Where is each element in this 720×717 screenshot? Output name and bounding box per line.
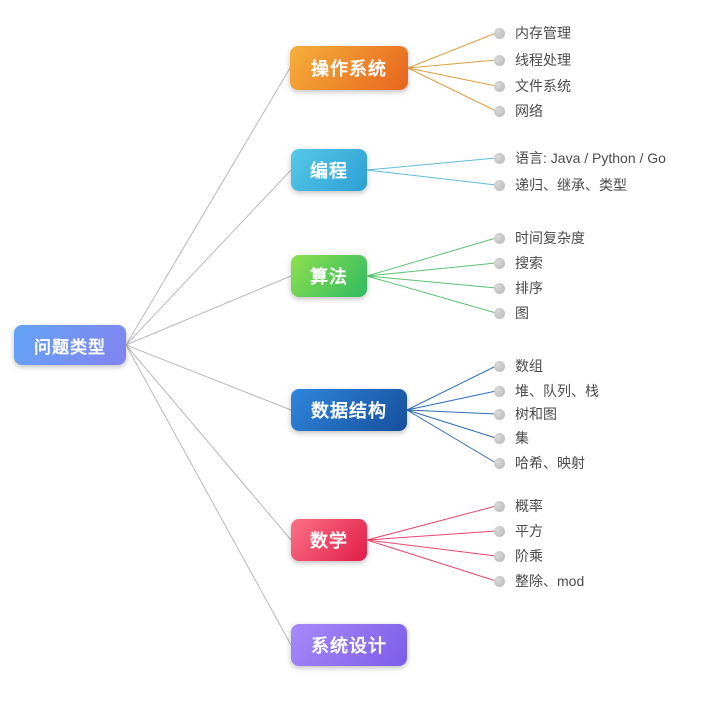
- connector-line: [406, 409, 497, 439]
- connector-line: [366, 275, 497, 314]
- connector-line: [366, 237, 497, 277]
- leaf-item: 时间复杂度: [494, 228, 585, 248]
- bullet-icon: [494, 385, 505, 397]
- connector-line: [366, 275, 497, 289]
- connector-line: [125, 67, 291, 346]
- bullet-icon: [494, 408, 505, 420]
- branch-node-data-structures: 数据结构: [291, 389, 407, 431]
- connector-line: [366, 539, 497, 582]
- connector-line: [366, 530, 497, 541]
- leaf-label: 平方: [515, 523, 543, 539]
- leaf-label: 线程处理: [515, 52, 571, 68]
- connector-line: [366, 505, 497, 541]
- leaf-label: 整除、mod: [515, 573, 585, 589]
- branch-node-os: 操作系统: [290, 46, 408, 90]
- connector-line: [407, 67, 497, 112]
- leaf-label: 阶乘: [515, 548, 543, 564]
- leaf-label: 集: [515, 430, 529, 446]
- leaf-item: 集: [494, 428, 529, 448]
- leaf-item: 网络: [494, 101, 543, 121]
- connector-line: [125, 344, 292, 646]
- leaf-label: 排序: [515, 280, 543, 296]
- leaf-item: 图: [494, 303, 529, 323]
- connector-line: [125, 275, 292, 346]
- connector-line: [406, 409, 497, 415]
- leaf-label: 递归、继承、类型: [515, 177, 627, 193]
- leaf-label: 树和图: [515, 406, 557, 422]
- leaf-label: 数组: [515, 358, 543, 374]
- connector-line: [366, 262, 497, 277]
- bullet-icon: [494, 152, 505, 164]
- branch-node-algorithms: 算法: [291, 255, 367, 297]
- branch-node-label: 编程: [310, 161, 348, 181]
- connector-line: [366, 157, 497, 171]
- connector-line: [366, 169, 497, 186]
- bullet-icon: [494, 257, 505, 269]
- bullet-icon: [494, 27, 505, 39]
- branch-node-label: 数学: [310, 531, 348, 551]
- branch-node-system-design: 系统设计: [291, 624, 407, 666]
- connector-line: [125, 344, 292, 411]
- leaf-label: 图: [515, 305, 529, 321]
- leaf-label: 堆、队列、栈: [515, 383, 599, 399]
- leaf-item: 排序: [494, 278, 543, 298]
- root-node-label: 问题类型: [34, 337, 106, 357]
- bullet-icon: [494, 575, 505, 587]
- leaf-item: 线程处理: [494, 50, 571, 70]
- bullet-icon: [494, 500, 505, 512]
- bullet-icon: [494, 179, 505, 191]
- connector-line: [406, 409, 497, 464]
- branch-node-label: 算法: [310, 267, 348, 287]
- leaf-label: 内存管理: [515, 25, 571, 41]
- leaf-item: 树和图: [494, 404, 557, 424]
- leaf-item: 哈希、映射: [494, 453, 585, 473]
- leaf-item: 递归、继承、类型: [494, 175, 627, 195]
- leaf-item: 整除、mod: [494, 571, 584, 591]
- bullet-icon: [494, 307, 505, 319]
- connector-line: [407, 59, 497, 69]
- leaf-item: 搜索: [494, 253, 543, 273]
- leaf-item: 语言: Java / Python / Go: [494, 148, 666, 168]
- leaf-item: 堆、队列、栈: [494, 381, 599, 401]
- bullet-icon: [494, 525, 505, 537]
- connector-line: [125, 344, 292, 541]
- branch-node-math: 数学: [291, 519, 367, 561]
- branch-node-label: 操作系统: [311, 59, 387, 79]
- bullet-icon: [494, 105, 505, 117]
- bullet-icon: [494, 232, 505, 244]
- bullet-icon: [494, 432, 505, 444]
- leaf-label: 时间复杂度: [515, 230, 585, 246]
- bullet-icon: [494, 282, 505, 294]
- leaf-label: 哈希、映射: [515, 455, 585, 471]
- bullet-icon: [494, 360, 505, 372]
- leaf-label: 概率: [515, 498, 543, 514]
- connector-line: [125, 169, 292, 346]
- leaf-item: 文件系统: [494, 76, 571, 96]
- leaf-item: 内存管理: [494, 23, 571, 43]
- branch-node-label: 数据结构: [311, 401, 387, 421]
- bullet-icon: [494, 550, 505, 562]
- leaf-label: 搜索: [515, 255, 543, 271]
- connector-line: [407, 67, 497, 87]
- branch-node-programming: 编程: [291, 149, 367, 191]
- connector-line: [366, 539, 497, 557]
- leaf-label: 网络: [515, 103, 543, 119]
- leaf-item: 概率: [494, 496, 543, 516]
- bullet-icon: [494, 80, 505, 92]
- connector-line: [406, 365, 497, 411]
- leaf-item: 平方: [494, 521, 543, 541]
- bullet-icon: [494, 54, 505, 66]
- leaf-item: 数组: [494, 356, 543, 376]
- connector-line: [407, 32, 497, 69]
- root-node: 问题类型: [14, 325, 126, 365]
- bullet-icon: [494, 457, 505, 469]
- branch-node-label: 系统设计: [311, 636, 387, 656]
- leaf-item: 阶乘: [494, 546, 543, 566]
- connector-line: [406, 390, 497, 411]
- leaf-label: 语言: Java / Python / Go: [515, 150, 666, 166]
- leaf-label: 文件系统: [515, 78, 571, 94]
